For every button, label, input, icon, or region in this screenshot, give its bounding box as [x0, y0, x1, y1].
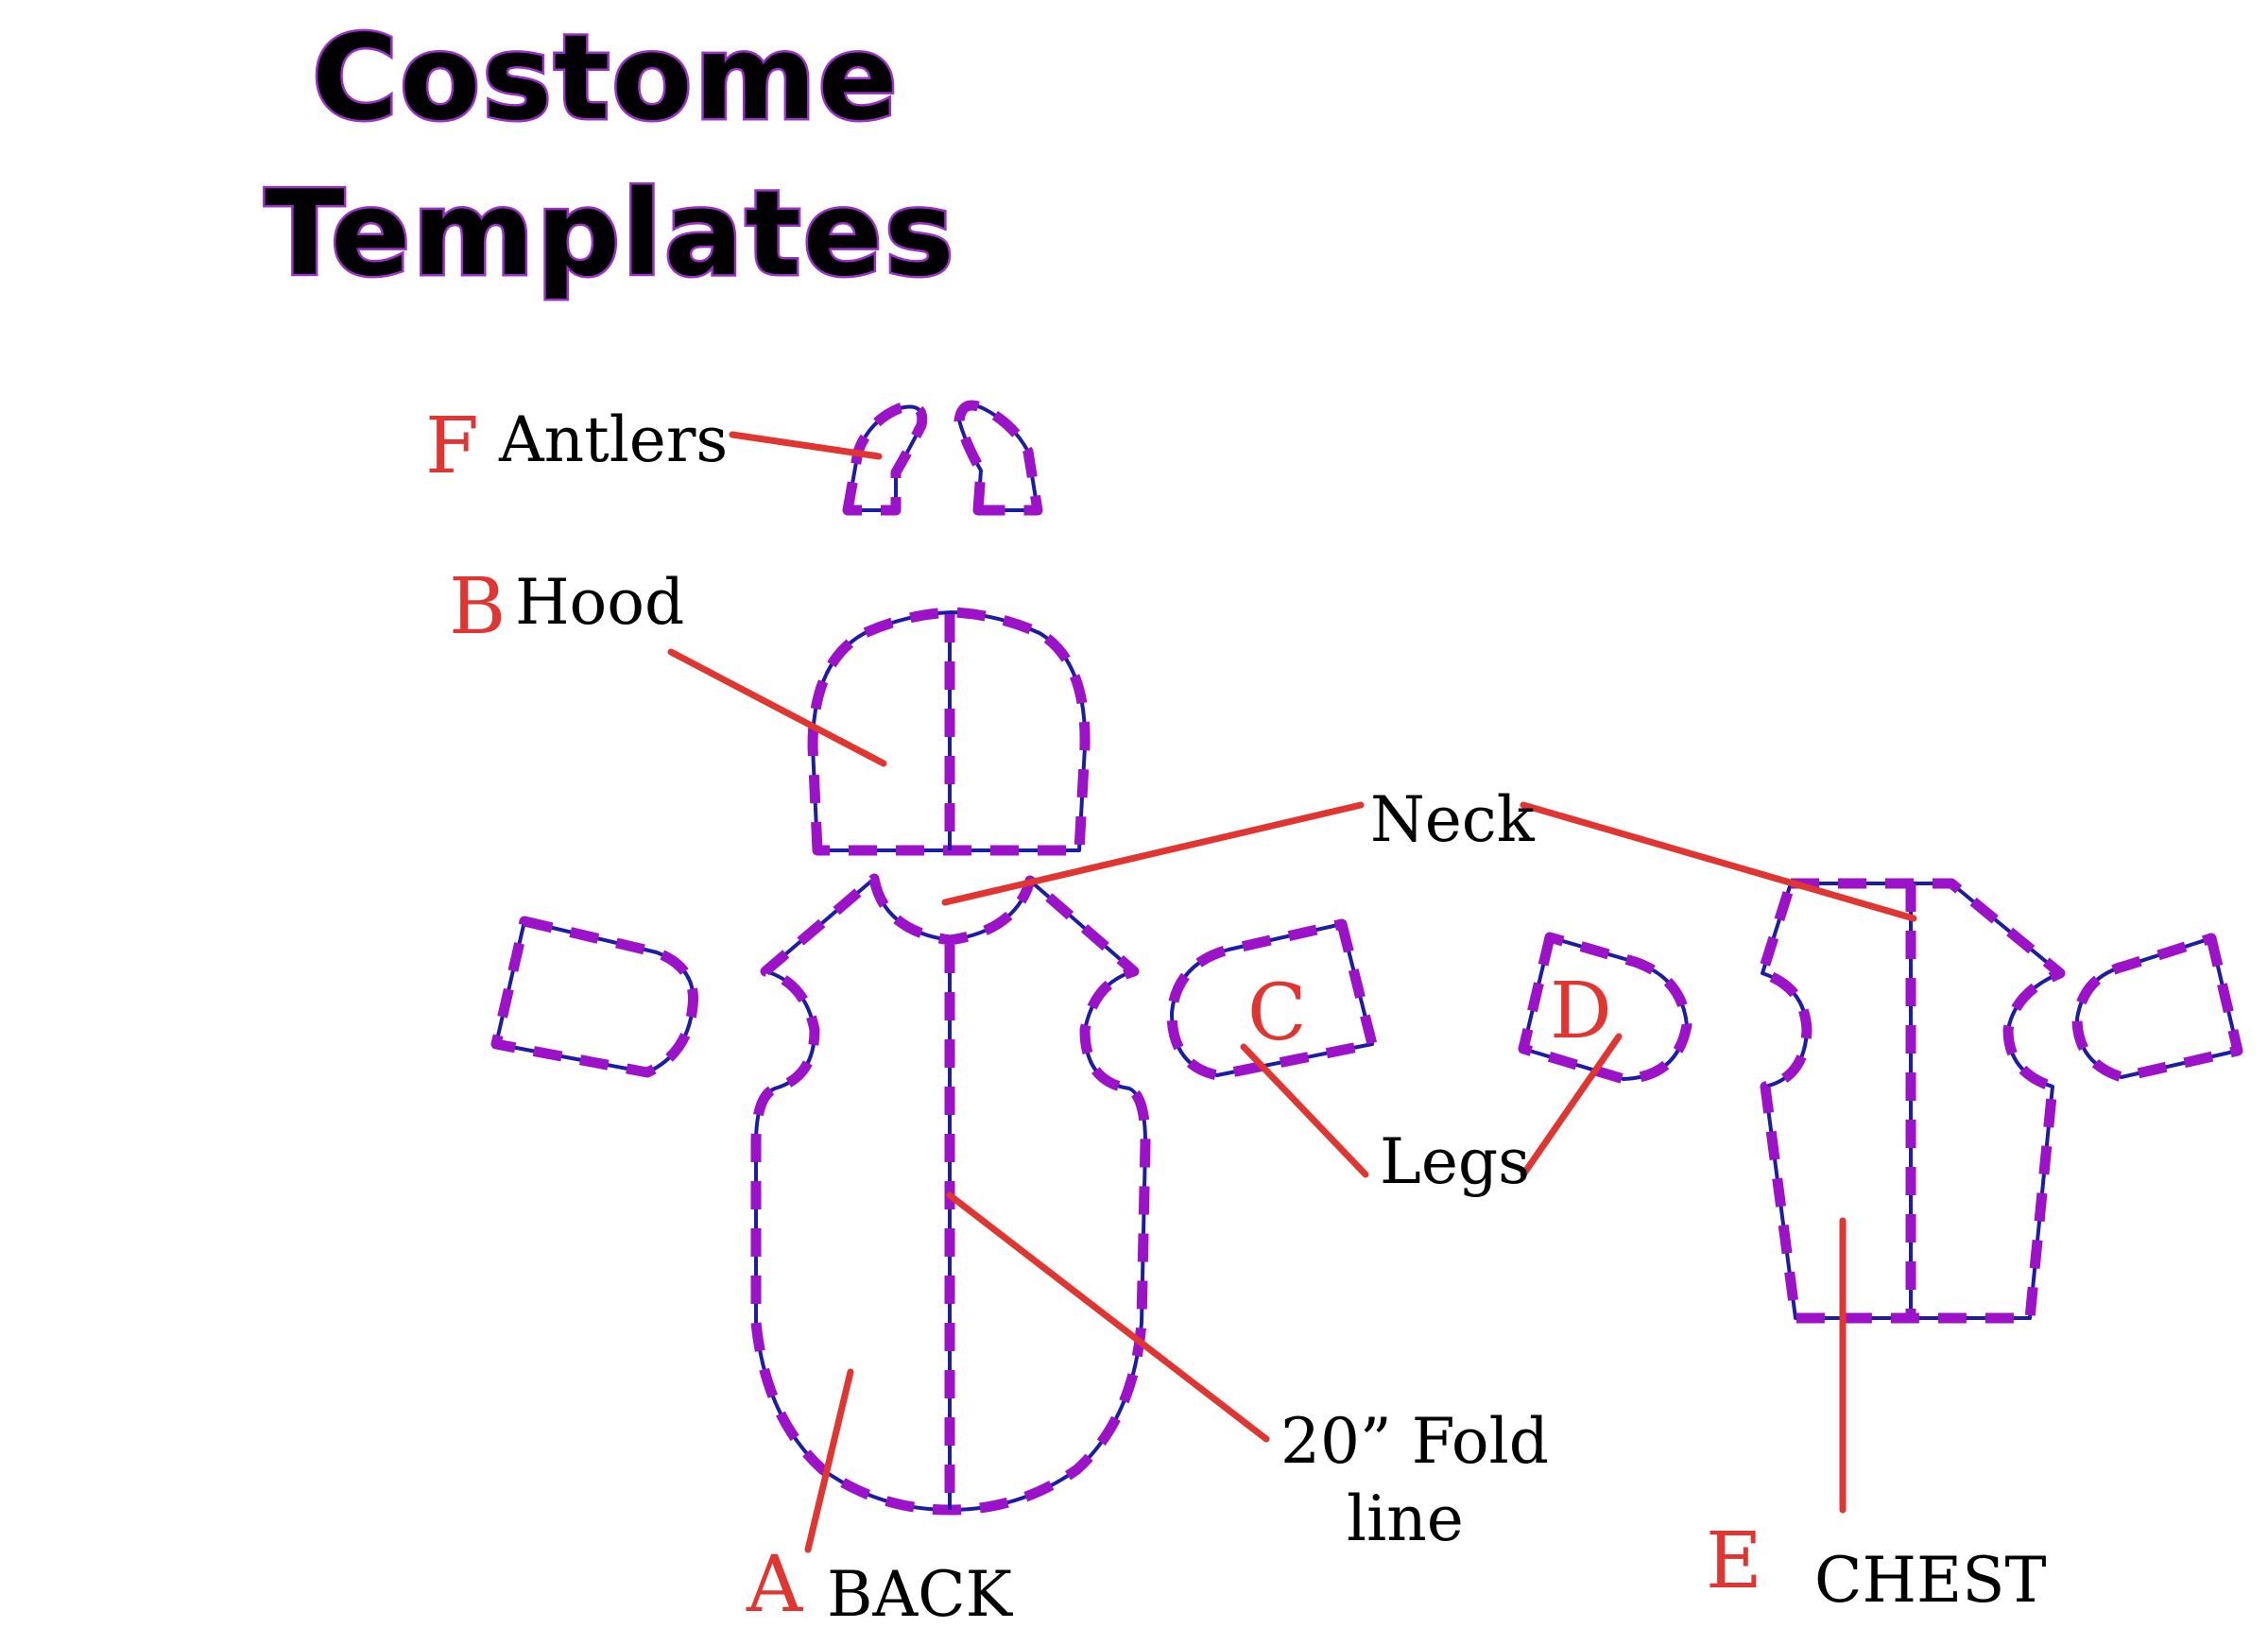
hood-outline: [811, 610, 1088, 852]
neck-leader-back: [941, 801, 1365, 906]
hood-leader: [667, 648, 887, 767]
sleeve-piece-right: [2071, 933, 2243, 1083]
legs-label: Legs: [1380, 1125, 1530, 1198]
leg-c-seam: [1166, 918, 1378, 1081]
hood-letter: B: [449, 562, 506, 652]
antlers-leader: [729, 431, 883, 460]
leg-piece-d: [1518, 932, 1692, 1085]
sleeve-piece-left: [490, 916, 699, 1078]
antler-left-seam: [842, 402, 928, 516]
leg-d-letter: D: [1550, 967, 1612, 1056]
legs-leader-c: [1240, 1043, 1369, 1178]
title-line-1: Costome: [312, 10, 900, 146]
title-line-2: Templates: [265, 166, 956, 302]
legs-leader-d: [1520, 1033, 1623, 1178]
back-letter: A: [746, 1540, 804, 1630]
leader-lines: [667, 431, 1917, 1553]
antler-right-seam: [954, 400, 1043, 516]
neck-label: Neck: [1370, 783, 1536, 856]
antlers-pieces: [842, 400, 1043, 516]
back-label: BACK: [827, 1558, 1014, 1631]
hood-label: Hood: [515, 566, 684, 639]
fold-line-label-line-2: line: [1347, 1482, 1464, 1555]
antlers-label: Antlers: [498, 403, 728, 476]
chest-letter: E: [1706, 1516, 1762, 1606]
antlers-letter: F: [425, 402, 479, 491]
back-leader: [804, 1368, 854, 1553]
fold-line-label-line-1: 20” Fold: [1280, 1405, 1549, 1478]
leg-d-seam: [1518, 932, 1692, 1085]
sleeve-left-seam: [490, 916, 699, 1078]
sleeve-left-outline: [494, 919, 696, 1074]
sleeve-right-seam: [2071, 933, 2243, 1083]
leg-c-letter: C: [1247, 968, 1307, 1058]
chest-piece: [1757, 878, 2066, 1324]
hood-piece: [807, 607, 1091, 856]
chest-seam: [1757, 878, 2066, 1324]
chest-label: CHEST: [1814, 1544, 2046, 1617]
leg-piece-c: [1166, 918, 1378, 1081]
back-piece: [750, 873, 1151, 1516]
fold-line-leader: [946, 1191, 1270, 1443]
neck-leader-chest: [1520, 801, 1917, 922]
back-seam: [750, 873, 1151, 1516]
